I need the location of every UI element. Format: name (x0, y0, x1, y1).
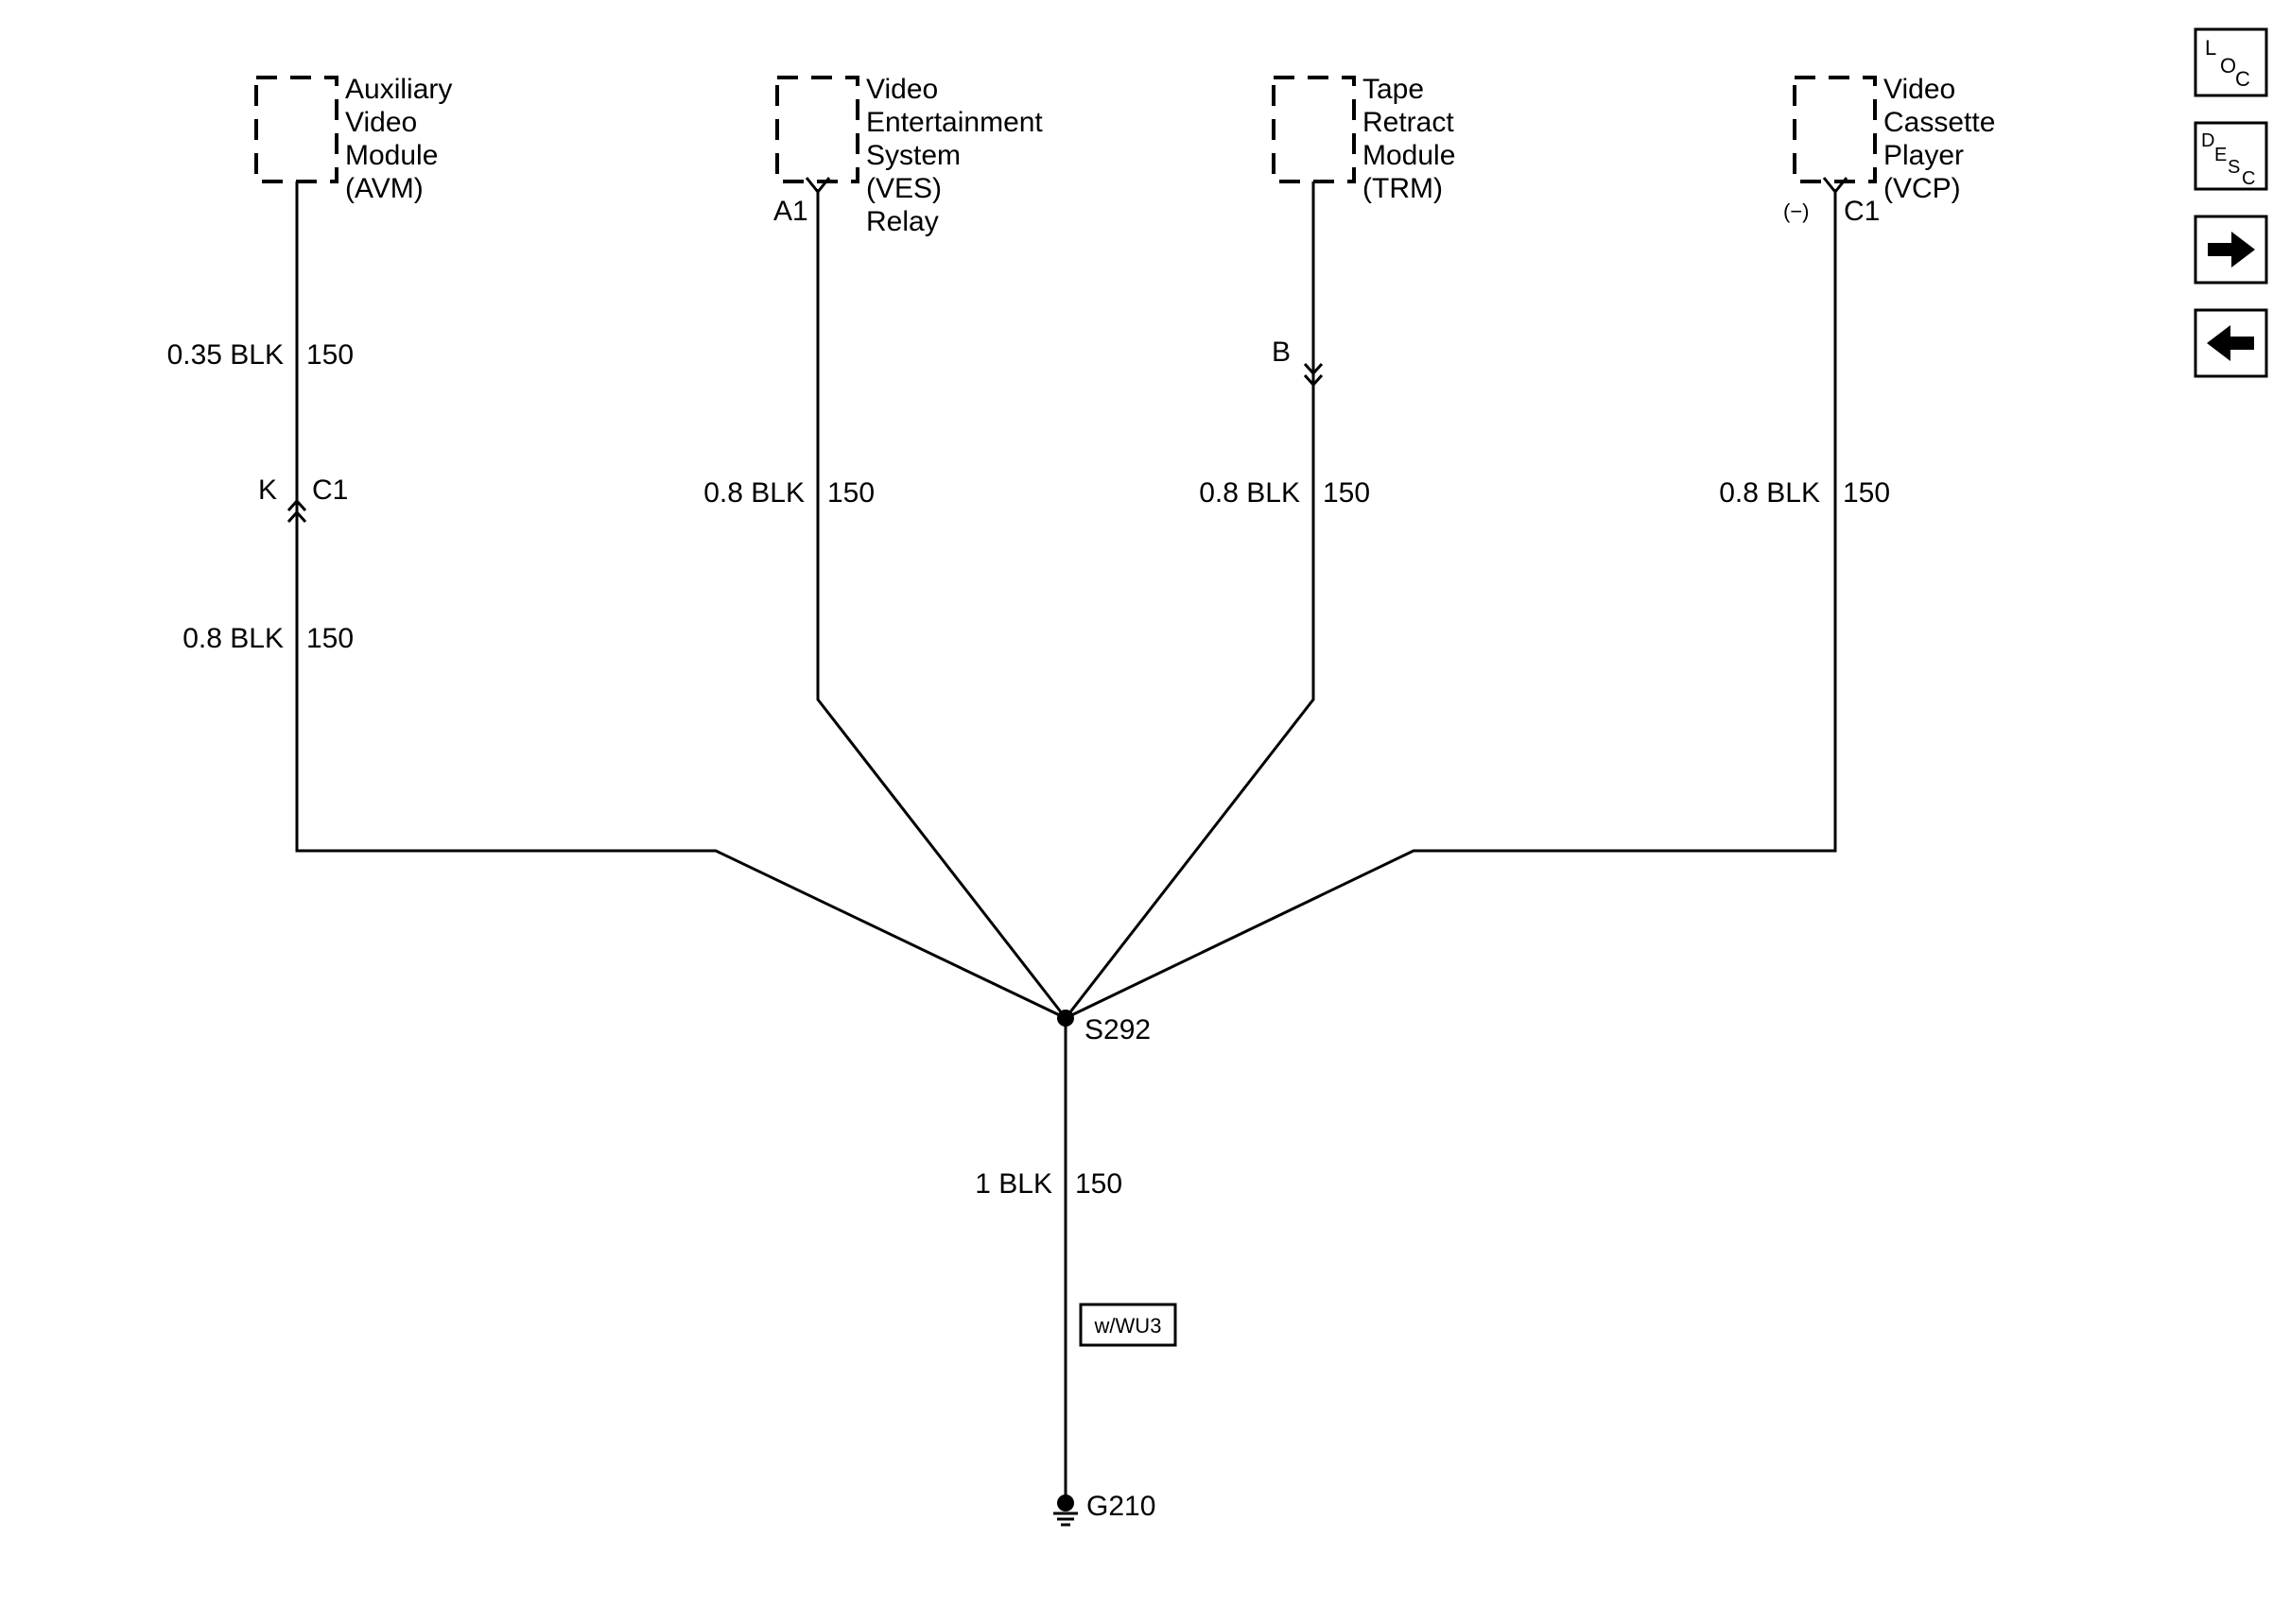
left-arrow-icon (2207, 325, 2254, 361)
ves-relay-label: Video Entertainment System (VES) Relay (866, 74, 1043, 237)
loc-button-letter: C (2235, 67, 2250, 91)
ground-label: G210 (1086, 1491, 1155, 1522)
wire-circuit-label: 150 (1843, 477, 1890, 509)
vcp-label-line: Player (1883, 140, 1964, 171)
ves-label-line: Video (866, 74, 938, 105)
avm-label-line: Module (345, 140, 438, 171)
avm-component-box[interactable] (254, 76, 338, 183)
wire-gauge-label: 0.8 BLK (1719, 477, 1820, 509)
wire-gauge-label: 1 BLK (975, 1168, 1052, 1200)
desc-button-letter: E (2214, 145, 2227, 165)
ground-symbol-icon[interactable] (1053, 1494, 1078, 1527)
loc-button-letter: O (2220, 54, 2236, 78)
avm-label-line: Auxiliary (345, 74, 452, 105)
wire-circuit-label: 150 (306, 623, 354, 654)
ves-label-line: Entertainment (866, 107, 1043, 138)
trm-component-box[interactable] (1272, 76, 1356, 183)
avm-label-line: (AVM) (345, 173, 424, 204)
avm-connector-label: C1 (312, 475, 348, 506)
vcp-connector-label: C1 (1844, 196, 1880, 227)
trm-pin-label: B (1272, 337, 1291, 368)
trm-label-line: (TRM) (1362, 173, 1443, 204)
vcp-label-line: (VCP) (1883, 173, 1961, 204)
trm-wire[interactable] (1064, 181, 1315, 1019)
desc-button[interactable]: D E S C (2194, 121, 2268, 191)
ves-wire[interactable] (816, 189, 1067, 1019)
right-arrow-icon (2208, 232, 2255, 268)
wire-circuit-label: 150 (827, 477, 875, 509)
wire-circuit-label: 150 (1075, 1168, 1122, 1200)
vcp-wire[interactable] (1065, 189, 1837, 1020)
loc-button-letter: L (2205, 36, 2216, 60)
wire-gauge-label: 0.8 BLK (182, 623, 284, 654)
wire-gauge-label: 0.35 BLK (167, 339, 284, 371)
wire-circuit-label: 150 (306, 339, 354, 371)
option-box (1079, 1303, 1177, 1347)
vcp-label-line: Cassette (1883, 107, 1995, 138)
ves-label-line: (VES) (866, 173, 942, 204)
loc-button[interactable]: L O C (2194, 27, 2268, 97)
ves-label-line: Relay (866, 206, 939, 237)
vcp-label-line: Video (1883, 74, 1955, 105)
desc-button-letter: C (2242, 168, 2255, 189)
trm-label: Tape Retract Module (TRM) (1362, 74, 1455, 204)
vcp-label: Video Cassette Player (VCP) (1883, 74, 1995, 204)
vcp-component-box[interactable] (1793, 76, 1877, 183)
ves-relay-component-box[interactable] (775, 76, 859, 183)
next-page-button[interactable] (2194, 215, 2268, 285)
trm-label-line: Retract (1362, 107, 1454, 138)
ves-connector-symbol (805, 177, 831, 195)
wire-gauge-label: 0.8 BLK (1199, 477, 1300, 509)
splice-label: S292 (1084, 1014, 1151, 1045)
option-box-label: w/WU3 (1094, 1314, 1162, 1338)
vcp-pin-label: (−) (1783, 199, 1810, 223)
desc-button-letter: D (2201, 130, 2214, 151)
ves-label-line: System (866, 140, 961, 171)
trm-label-line: Module (1362, 140, 1455, 171)
avm-pin-label: K (258, 475, 277, 506)
wire-circuit-label: 150 (1323, 477, 1370, 509)
trm-connector-symbol (1303, 362, 1324, 388)
prev-page-button[interactable] (2194, 308, 2268, 378)
desc-button-letter: S (2228, 157, 2240, 178)
ves-pin-label: A1 (773, 196, 808, 227)
avm-label: Auxiliary Video Module (AVM) (345, 74, 452, 204)
avm-label-line: Video (345, 107, 417, 138)
wire-gauge-label: 0.8 BLK (703, 477, 805, 509)
splice-dot[interactable] (1057, 1010, 1074, 1027)
avm-wire[interactable] (295, 181, 1067, 1020)
trm-label-line: Tape (1362, 74, 1424, 105)
avm-connector-symbol (286, 498, 307, 524)
vcp-connector-symbol (1822, 177, 1848, 195)
